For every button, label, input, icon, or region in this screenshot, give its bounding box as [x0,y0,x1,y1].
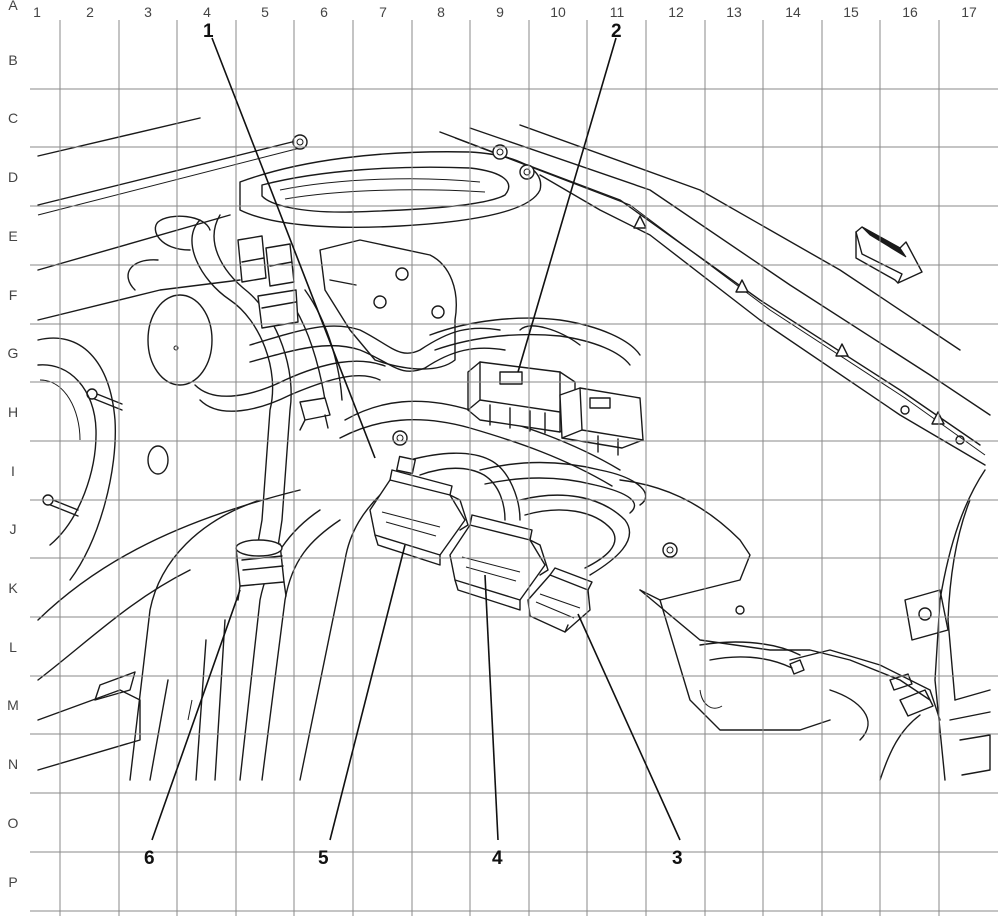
column-label: 4 [203,4,211,20]
column-label: 17 [961,4,977,20]
forward-arrow-icon [855,226,923,284]
row-label: D [8,169,18,185]
column-label: 6 [320,4,328,20]
junction-connector-block [467,361,644,456]
callouts: 1 2 3 4 5 6 [144,21,683,869]
row-label: B [8,52,17,68]
column-label: 15 [843,4,859,20]
harness-illustration [37,117,991,781]
row-label: E [8,228,17,244]
callout-6-label: 6 [144,848,155,869]
column-label: 1 [33,4,41,20]
column-label: 11 [610,4,625,20]
column-label: 8 [437,4,445,20]
relay-connector [237,235,299,329]
column-label: 10 [550,4,566,20]
row-label: O [8,815,19,831]
row-label: N [8,756,18,772]
connector-left [369,455,469,566]
column-label: 9 [496,4,504,20]
grid-columns [59,20,940,916]
grid-rows [30,88,998,912]
row-label: G [8,345,19,361]
column-label: 12 [668,4,684,20]
column-label: 2 [86,4,94,20]
callout-4-label: 4 [492,848,503,869]
column-label: 13 [726,4,742,20]
row-label: L [9,639,17,655]
row-label: C [8,110,18,126]
callout-5-label: 5 [318,848,329,869]
column-label: 5 [261,4,269,20]
row-label: P [8,874,17,890]
callout-1-label: 1 [203,21,214,42]
bolt-icon [292,134,678,558]
column-label: 14 [785,4,801,20]
row-label: A [8,0,18,13]
column-label: 16 [902,4,918,20]
harness-clip [299,397,331,431]
row-label: I [11,463,15,479]
column-label: 7 [379,4,387,20]
column-label: 3 [144,4,152,20]
small-connector [527,567,593,633]
row-label: K [8,580,18,596]
callout-2-label: 2 [611,21,622,42]
row-label: H [8,404,18,420]
row-label: M [7,697,19,713]
round-connector [235,539,287,601]
row-label: J [10,521,17,537]
callout-3-label: 3 [672,848,683,869]
row-labels: A B C D E F G H I J K L M N O P [7,0,19,890]
row-label: F [9,287,18,303]
